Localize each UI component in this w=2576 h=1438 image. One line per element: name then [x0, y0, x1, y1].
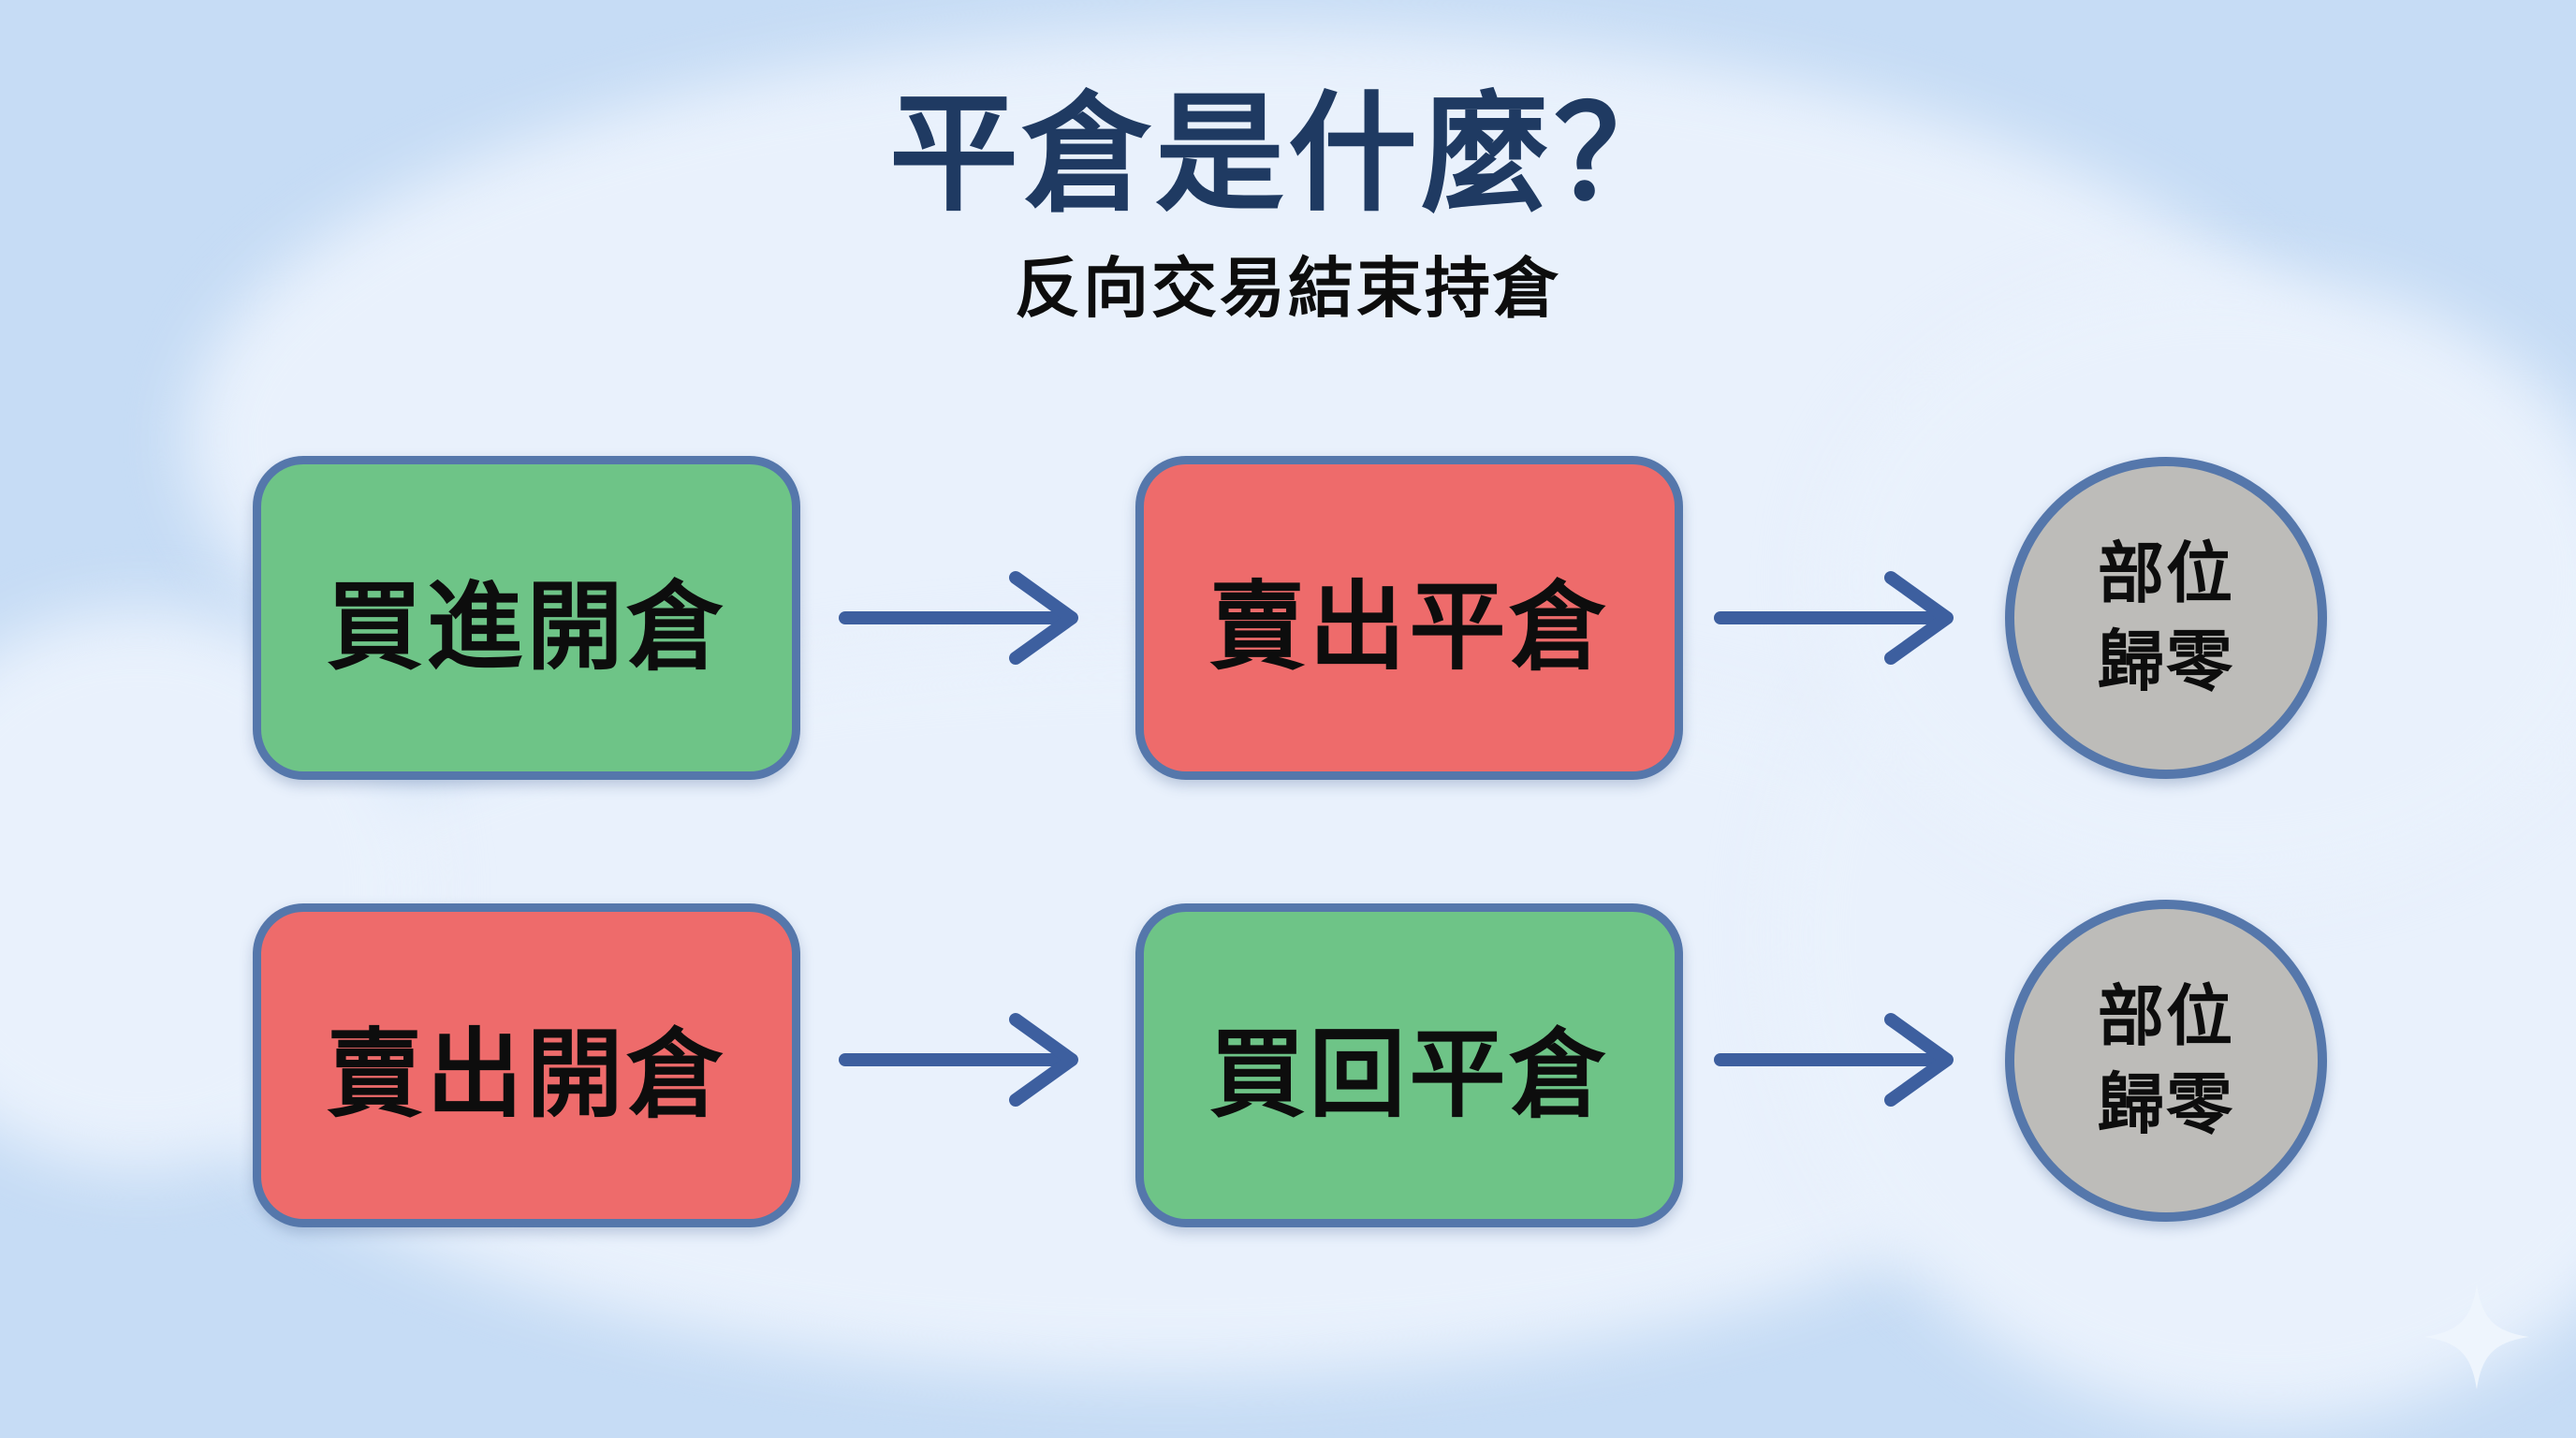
node-position-zero-row2: 部位 歸零: [2005, 900, 2327, 1222]
right-arrow-icon: [839, 1013, 1078, 1107]
node-label: 買回平倉: [1208, 1018, 1610, 1131]
circle-label-line1: 部位: [2097, 535, 2234, 613]
right-arrow-icon: [1714, 1013, 1954, 1107]
node-buy-to-open: 買進開倉: [253, 456, 800, 780]
circle-label-line1: 部位: [2097, 977, 2234, 1056]
sparkle-icon: [2424, 1284, 2529, 1389]
node-sell-to-close: 賣出平倉: [1135, 456, 1683, 780]
node-buy-back-to-close: 買回平倉: [1135, 903, 1683, 1227]
right-arrow-icon: [839, 571, 1078, 665]
node-label: 買進開倉: [326, 570, 727, 683]
circle-label-line2: 歸零: [2097, 623, 2234, 700]
node-sell-to-open: 賣出開倉: [253, 903, 800, 1227]
node-label: 賣出開倉: [326, 1018, 727, 1131]
page-title: 平倉是什麼？: [888, 79, 1687, 229]
circle-label-line2: 歸零: [2097, 1065, 2234, 1143]
page-subtitle: 反向交易結束持倉: [1015, 250, 1561, 327]
right-arrow-icon: [1714, 571, 1954, 665]
node-position-zero-row1: 部位 歸零: [2005, 457, 2327, 779]
node-label: 賣出平倉: [1208, 570, 1610, 683]
